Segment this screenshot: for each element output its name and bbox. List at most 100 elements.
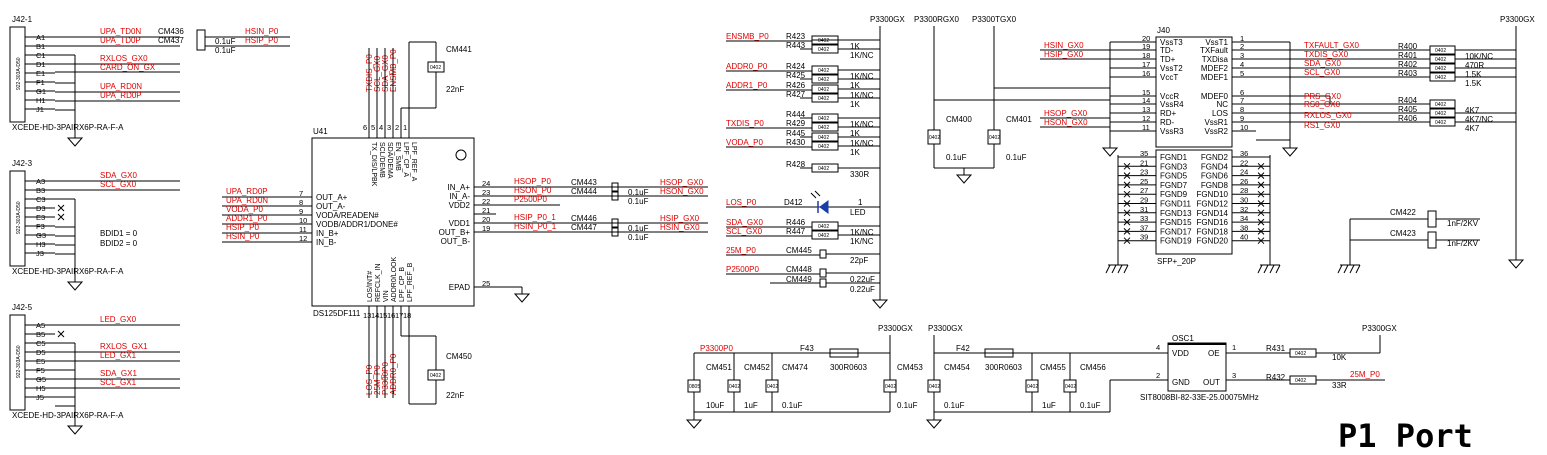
- resistor-footprint: 0402: [818, 166, 829, 172]
- resistor-ref: R425: [786, 71, 806, 80]
- u41-net-hson-p0: HSON_P0: [514, 186, 552, 195]
- u41-part: DS125DF111: [313, 309, 361, 318]
- j40-pin-name: MDEF2: [1201, 64, 1229, 73]
- cm453-ref: CM453: [897, 363, 923, 372]
- j40-pin-num: 34: [1240, 214, 1248, 223]
- cm441-ref: CM441: [446, 45, 472, 54]
- led-net: LOS_P0: [726, 198, 757, 207]
- j40-pin-name: TXFault: [1200, 46, 1229, 55]
- u41-pin-name: REFCLK_IN: [375, 263, 382, 302]
- svg-text:0402: 0402: [929, 135, 940, 141]
- cap-body: [819, 268, 827, 278]
- resistor-footprint: 0402: [818, 233, 829, 239]
- j40-pin-num: 40: [1240, 233, 1248, 242]
- u41-cap-net: HSIN_GX0: [660, 223, 700, 232]
- net-scl-gx0: SCL_GX0: [100, 180, 137, 189]
- resistor-net: VODA_P0: [726, 138, 763, 147]
- svg-text:0402: 0402: [1065, 384, 1076, 390]
- cm401-ref: CM401: [1006, 115, 1032, 124]
- j40-net-sda-gx0: SDA_GX0: [1304, 59, 1341, 68]
- j42-3-nets: SDA_GX0 SCL_GX0 BDID1 = 0 BDID2 = 0: [55, 171, 180, 291]
- cm401-val: 0.1uF: [1006, 153, 1027, 162]
- j40-pin-num: 7: [1240, 96, 1244, 105]
- f42-val: 300R0603: [985, 363, 1022, 372]
- u41-pin-name: EN_SMB: [394, 142, 401, 171]
- u41-pin-num: 17: [395, 311, 403, 320]
- j40-pin-name: VssT3: [1160, 38, 1183, 47]
- resistor-val: 10K/NC: [1465, 52, 1493, 61]
- resistor-ref: R443: [786, 41, 806, 50]
- net-upa-rd0n: UPA_RD0N: [100, 82, 142, 91]
- net-scl-gx1: SCL_GX1: [100, 378, 137, 387]
- cm452-ref: CM452: [744, 363, 770, 372]
- resistor-net: SDA_GX0: [726, 218, 763, 227]
- resistor-footprint: 0402: [818, 77, 829, 83]
- cm437-ref: CM437: [158, 36, 184, 45]
- j40-pin-num: 26: [1240, 177, 1248, 186]
- resistor-footprint: 0402: [1435, 102, 1446, 108]
- u41-pin-name: IN_A+: [448, 183, 471, 192]
- resistor-net: ADDR1_P0: [726, 81, 768, 90]
- net-rxlos-gx0: RXLOS_GX0: [100, 54, 148, 63]
- j40-pin-num: 4: [1240, 60, 1244, 69]
- cm400-ref: CM400: [946, 115, 972, 124]
- u41-cap-val: 0.1uF: [628, 197, 649, 206]
- cm455-ref: CM455: [1040, 363, 1066, 372]
- cm455-val: 1uF: [1042, 401, 1056, 410]
- resistor-footprint: 0402: [1435, 66, 1446, 72]
- resistor-footprint: 0402: [818, 224, 829, 230]
- j42-5-ref: J42-5: [12, 303, 33, 312]
- resistor-ref: R427: [786, 90, 806, 99]
- j40-pin-num: 20: [1142, 34, 1150, 43]
- cap-ref: CM445: [786, 246, 812, 255]
- u41-pin-name: LPF_REF_B: [407, 262, 414, 302]
- u41-pin-num: 11: [299, 225, 307, 234]
- no-connect-mark: [1257, 209, 1265, 217]
- u41-net-upa-rd0p: UPA_RD0P: [226, 187, 268, 196]
- u41-pin-num: 23: [482, 188, 490, 197]
- u41-pin-num: 22: [482, 197, 490, 206]
- j40-pin-num: 19: [1142, 42, 1150, 51]
- j40-pin-num: 11: [1142, 123, 1150, 132]
- resistor-footprint: 0402: [818, 68, 829, 74]
- j40-pin-num: 21: [1140, 158, 1148, 167]
- j40-pin-name: FGND9: [1160, 190, 1188, 199]
- osc-vdd: VDD: [1172, 349, 1189, 358]
- no-connect-mark: [1257, 237, 1265, 245]
- net-sda-gx0: SDA_GX0: [100, 171, 137, 180]
- j40-pin-num: 8: [1240, 105, 1244, 114]
- u41-pin-num: 10: [299, 216, 307, 225]
- j40-pin-name: FGND17: [1160, 227, 1192, 236]
- u41-pin-name: OUT_B+: [439, 228, 471, 237]
- j40-pin-num: 16: [1142, 69, 1150, 78]
- resistor-val: 330R: [850, 170, 869, 179]
- j40-pin-name: TXDisa: [1202, 55, 1229, 64]
- resistor-val: 4K7/NC: [1465, 115, 1493, 124]
- j40-pin-num: 39: [1140, 233, 1148, 242]
- j40-pin-name: FGND20: [1196, 237, 1228, 246]
- resistor-footprint: 0402: [818, 144, 829, 150]
- cm456-val: 0.1uF: [1080, 401, 1101, 410]
- u41-pin-name: LPF_CP_B: [399, 267, 406, 302]
- u41-net-hsip-p0: HSIP_P0: [226, 223, 259, 232]
- resistor-footprint: 0402: [818, 125, 829, 131]
- u41-pin-name: VIN: [383, 290, 390, 302]
- u41-pin-name: OUT_A+: [316, 193, 348, 202]
- u41-pin-num: 1: [403, 123, 407, 132]
- osc-part: SIT8008BI-82-33E-25.00075MHz: [1140, 393, 1259, 402]
- resistor-ref: R406: [1398, 114, 1418, 123]
- resistor-val: 1K: [850, 81, 860, 90]
- led-pin1: 1: [858, 198, 863, 207]
- net-sda-gx1: SDA_GX1: [100, 369, 137, 378]
- j40-pin-name: VssT2: [1160, 64, 1183, 73]
- no-connect-mark: [1257, 172, 1265, 179]
- cm436-ref: CM436: [158, 27, 184, 36]
- resistor-body: [1429, 99, 1456, 109]
- j40-pin-name: FGND7: [1160, 181, 1188, 190]
- r432-ref: R432: [1266, 373, 1286, 382]
- cap-val: 0.22uF: [850, 275, 875, 284]
- u41-pin-name: VODA/READEN#: [316, 211, 379, 220]
- resistor-footprint: 0402: [818, 47, 829, 53]
- cm456-ref: CM456: [1080, 363, 1106, 372]
